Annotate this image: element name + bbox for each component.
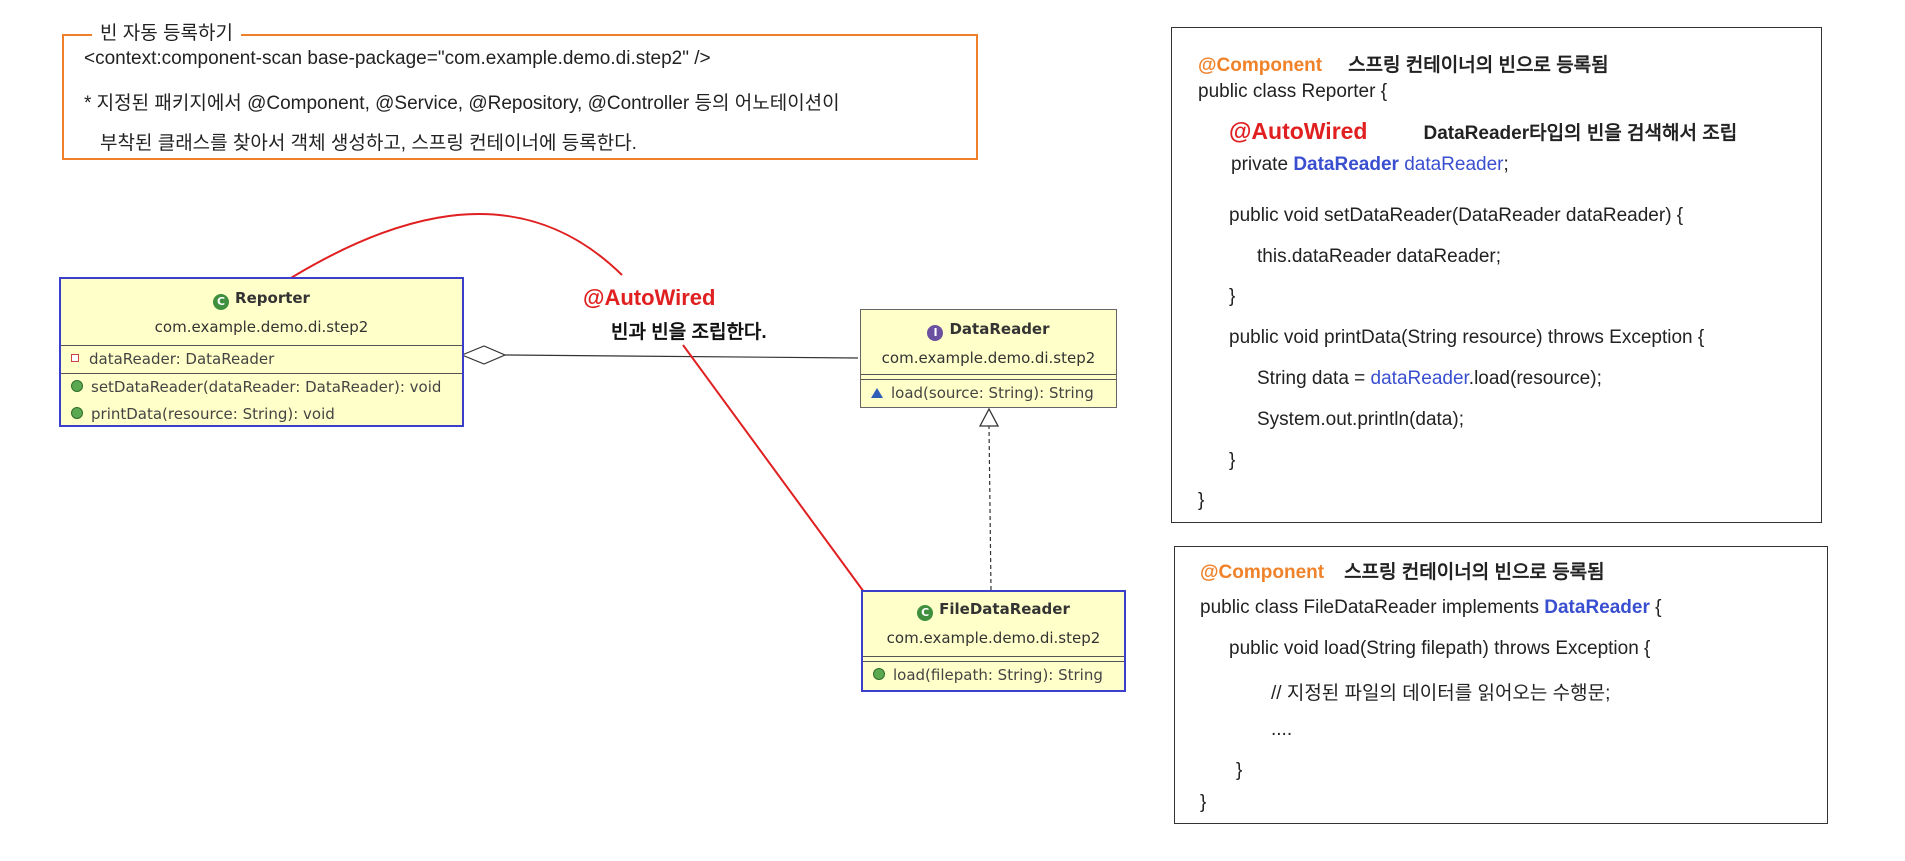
code-panel-filedatareader xyxy=(1174,546,1828,824)
method-row: setDataReader(dataReader: DataReader): v… xyxy=(61,374,462,401)
close-brace: } xyxy=(1229,450,1236,471)
uml-interface-datareader[interactable]: I DataReader com.example.demo.di.step2 lo… xyxy=(860,309,1117,408)
setter-body-line: this.dataReader dataReader; xyxy=(1257,246,1501,267)
method-row: load(source: String): String xyxy=(861,380,1116,406)
aggregation-diamond xyxy=(460,345,507,365)
close-brace: } xyxy=(1200,792,1207,813)
realization-line xyxy=(988,425,992,591)
component-scan-tag: <context:component-scan base-package="co… xyxy=(84,48,711,69)
component-scan-desc-2: 부착된 클래스를 찾아서 객체 생성하고, 스프링 컨테이너에 등록한다. xyxy=(100,133,637,154)
interface-package: com.example.demo.di.step2 xyxy=(881,349,1096,367)
setter-sig-line: public void setDataReader(DataReader dat… xyxy=(1229,205,1684,226)
code-panel-reporter xyxy=(1171,27,1822,523)
private-field-icon xyxy=(71,354,79,362)
abstract-method-icon xyxy=(871,388,883,398)
public-method-icon xyxy=(71,380,83,392)
interface-name: DataReader xyxy=(949,320,1050,338)
interface-icon: I xyxy=(927,325,944,341)
realization-arrowhead xyxy=(978,407,1000,427)
method-row: load(filepath: String): String xyxy=(863,662,1124,688)
component-scan-legend: 빈 자동 등록하기 xyxy=(92,18,241,45)
aggregation-line xyxy=(504,354,859,359)
print-body-line-1: String data = dataReader.load(resource); xyxy=(1257,368,1602,389)
class-icon: C xyxy=(213,294,230,310)
method-row: printData(resource: String): void xyxy=(61,401,462,428)
component-scan-desc-1: * 지정된 패키지에서 @Component, @Service, @Repos… xyxy=(84,93,840,114)
comment-line: // 지정된 파일의 데이터를 읽어오는 수행문; xyxy=(1271,683,1611,704)
class-package: com.example.demo.di.step2 xyxy=(886,629,1101,647)
class-decl-line: public class FileDataReader implements D… xyxy=(1200,597,1662,618)
class-icon: C xyxy=(917,605,934,621)
uml-class-filedatareader[interactable]: C FileDataReader com.example.demo.di.step… xyxy=(861,590,1126,692)
uml-class-reporter[interactable]: C Reporter com.example.demo.di.step2 data… xyxy=(59,277,464,427)
autowired-caption: 빈과 빈을 조립한다. xyxy=(611,322,767,343)
autowire-line xyxy=(682,344,865,593)
autowired-annotation: @AutoWired xyxy=(583,285,716,310)
field-row: dataReader: DataReader xyxy=(61,346,462,373)
print-sig-line: public void printData(String resource) t… xyxy=(1229,327,1705,348)
load-sig-line: public void load(String filepath) throws… xyxy=(1229,638,1651,659)
close-brace: } xyxy=(1236,760,1243,781)
public-method-icon xyxy=(873,668,885,680)
close-brace: } xyxy=(1198,490,1205,511)
public-method-icon xyxy=(71,407,83,419)
class-name: Reporter xyxy=(235,289,310,307)
field-line: private DataReader dataReader; xyxy=(1231,154,1509,175)
class-name: FileDataReader xyxy=(939,600,1070,618)
ellipsis-line: .... xyxy=(1271,719,1293,740)
component-scan-box xyxy=(62,34,978,160)
class-package: com.example.demo.di.step2 xyxy=(154,318,369,336)
class-decl-line: public class Reporter { xyxy=(1198,81,1388,102)
close-brace: } xyxy=(1229,286,1236,307)
print-body-line-2: System.out.println(data); xyxy=(1257,409,1464,430)
